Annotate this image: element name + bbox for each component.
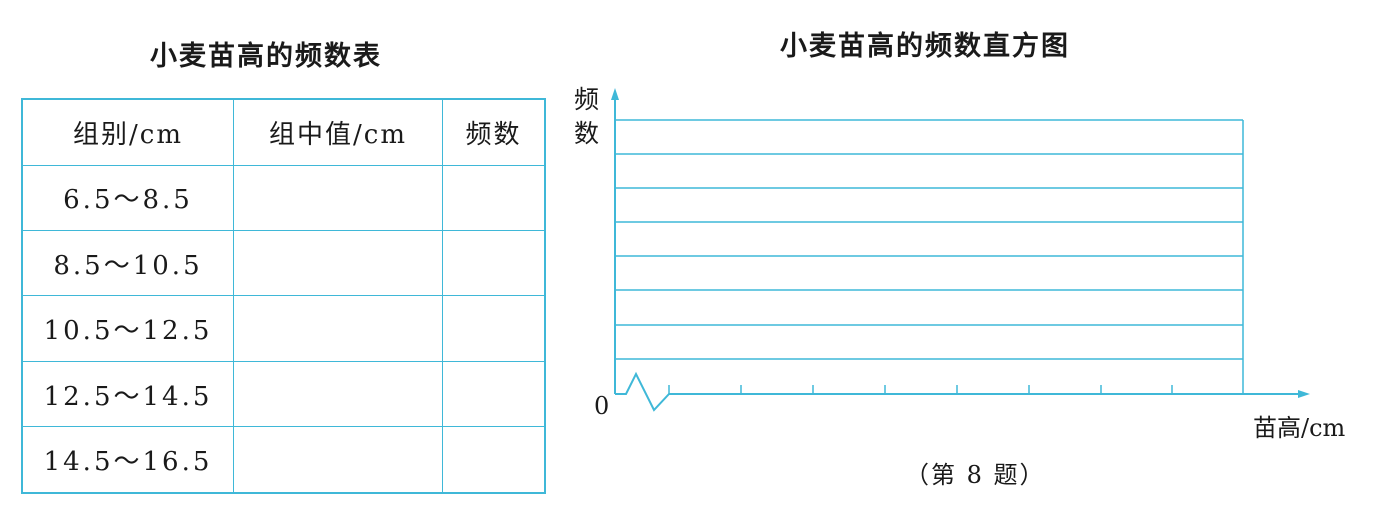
header-frequency: 频数 [442,98,546,166]
histogram-title: 小麦苗高的频数直方图 [780,31,1070,62]
origin-label: 0 [594,392,609,420]
midpoint-cell[interactable] [233,229,443,297]
x-axis-ticks [668,385,1173,394]
y-axis-label-char2: 数 [574,119,599,148]
header-group: 组别/cm [21,98,234,166]
header-midpoint: 组中值/cm [233,98,443,166]
table-row: 14.5～16.5 [21,426,546,494]
frequency-cell[interactable] [442,229,546,297]
group-cell: 10.5～12.5 [21,295,234,362]
table-row: 8.5～10.5 [21,229,546,297]
x-axis-break [615,371,1302,412]
frequency-cell[interactable] [442,164,546,231]
table-header-row: 组别/cm 组中值/cm 频数 [21,98,546,166]
x-axis-arrow [1298,390,1310,398]
x-axis-label: 苗高/cm [1253,414,1346,440]
frequency-table: 组别/cm 组中值/cm 频数 6.5～8.5 8.5～10.5 10.5～12… [21,98,546,494]
group-cell: 6.5～8.5 [21,164,234,231]
frequency-cell[interactable] [442,360,546,428]
histogram-chart: 频 数 0 苗高/cm [574,85,1346,440]
midpoint-cell[interactable] [233,164,443,231]
y-axis-label-char1: 频 [574,85,599,114]
group-cell: 12.5～14.5 [21,360,234,428]
midpoint-cell[interactable] [233,360,443,428]
table-row: 10.5～12.5 [21,295,546,362]
table-row: 6.5～8.5 [21,164,546,231]
midpoint-cell[interactable] [233,295,443,362]
frequency-cell[interactable] [442,295,546,362]
grid-lines [615,119,1244,394]
group-cell: 14.5～16.5 [21,426,234,494]
frequency-cell[interactable] [442,426,546,494]
y-axis-arrow [611,88,619,100]
table-title: 小麦苗高的频数表 [150,41,382,72]
group-cell: 8.5～10.5 [21,229,234,297]
figure-caption: （第 8 题） [905,461,1046,489]
table-row: 12.5～14.5 [21,360,546,428]
midpoint-cell[interactable] [233,426,443,494]
